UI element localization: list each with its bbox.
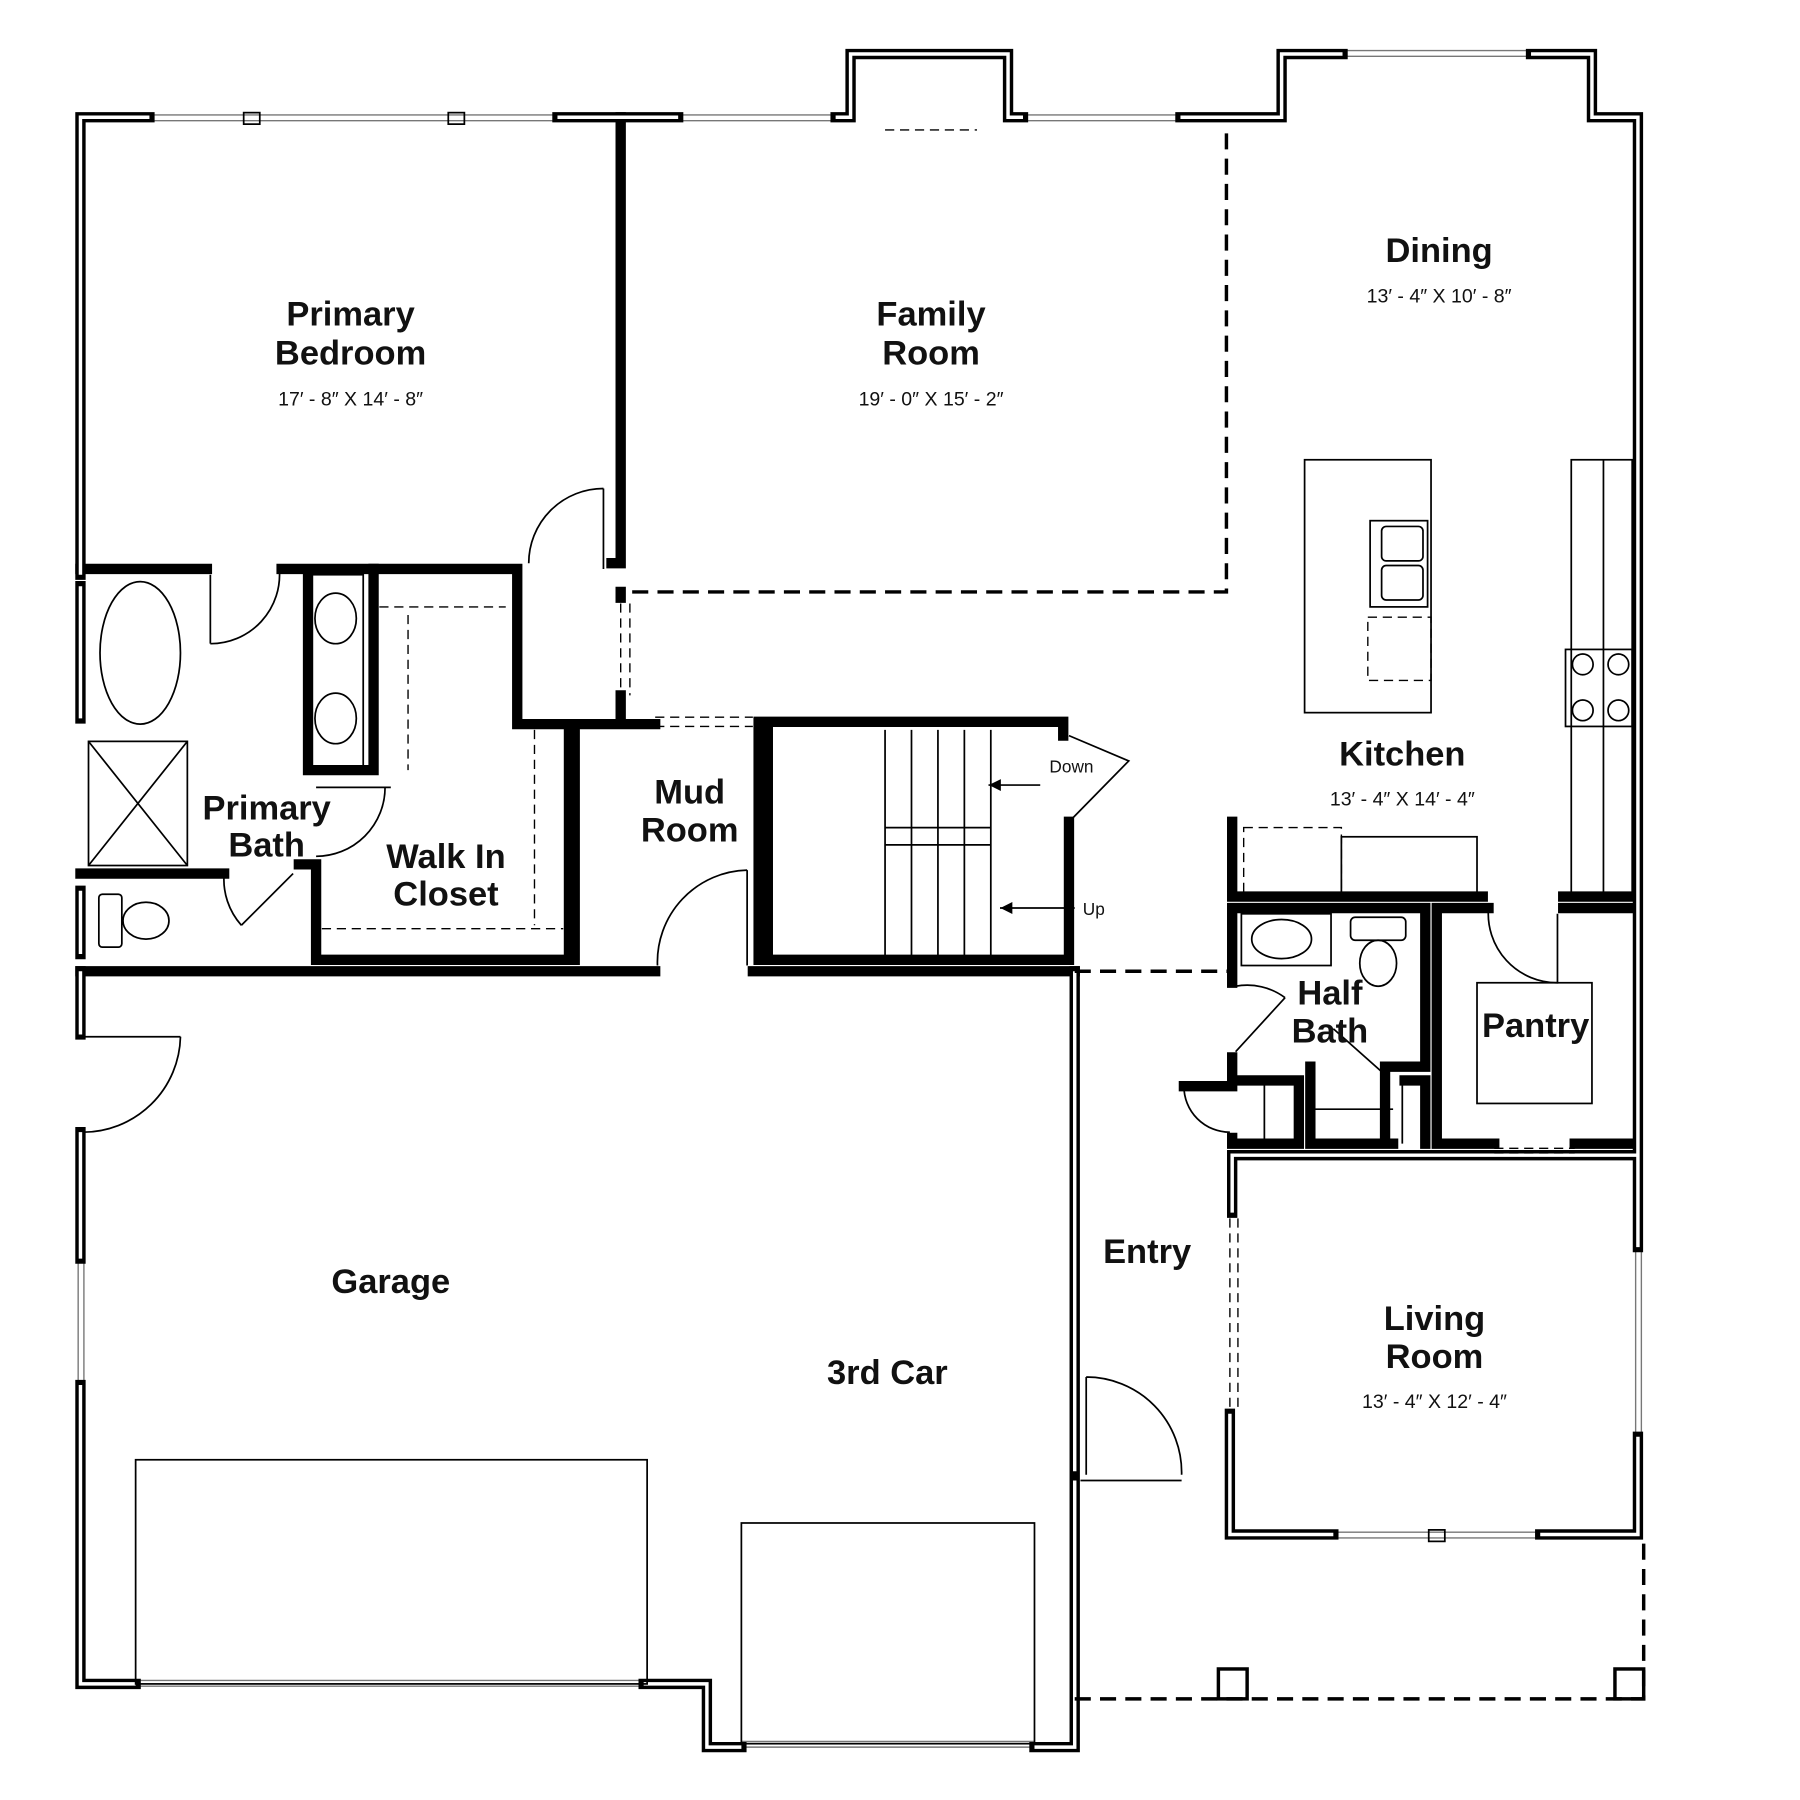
third-car-parking-outline [740, 1522, 1036, 1745]
family-room-dimensions: 19′ - 0″ X 15′ - 2″ [859, 389, 1004, 411]
walk-in-closet-label: Walk In [386, 838, 505, 876]
fixtures [87, 458, 1634, 1745]
vanity [307, 573, 365, 769]
wall-inner-lines [78, 52, 1640, 1749]
dining-label: Dining [1385, 232, 1492, 270]
mud-room-label: Room [641, 811, 739, 849]
half-bath-label: Bath [1292, 1013, 1369, 1051]
shower [87, 740, 189, 867]
entry-label: Entry [1103, 1233, 1191, 1271]
stairs-up-label: Up [1083, 899, 1105, 919]
half-bath-sink [1240, 912, 1332, 967]
primary-bedroom-label: Bedroom [275, 334, 426, 372]
kitchen-counter [1570, 458, 1634, 898]
garage-parking-outline [134, 1458, 648, 1685]
kitchen-island [1303, 458, 1432, 714]
laundry [1242, 826, 1343, 898]
porch-post [1216, 1667, 1249, 1701]
third-car-label: 3rd Car [827, 1354, 948, 1392]
kitchen-label: Kitchen [1339, 736, 1465, 774]
family-room-label: Family [876, 295, 985, 333]
walk-in-closet-label: Closet [393, 876, 499, 914]
living-room-label: Room [1386, 1338, 1484, 1376]
half-bath-label: Half [1297, 975, 1363, 1013]
room-labels: Primary Bedroom 17′ - 8″ X 14′ - 8″ Fami… [202, 232, 1589, 1413]
staircase[interactable]: Down Up [884, 729, 1105, 960]
mud-room-label: Mud [654, 773, 725, 811]
dashed-boundaries [321, 129, 1646, 1701]
stairs-down-label: Down [1049, 756, 1093, 776]
dishwasher [1367, 616, 1432, 682]
primary-bedroom-dimensions: 17′ - 8″ X 14′ - 8″ [278, 389, 423, 411]
half-bath-toilet [1349, 916, 1407, 942]
primary-bath-label: Bath [228, 826, 305, 864]
cooktop [1564, 648, 1634, 728]
toilet [97, 893, 123, 948]
primary-bedroom-label: Primary [286, 295, 414, 333]
doors[interactable] [82, 487, 1559, 1482]
living-room-dimensions: 13′ - 4″ X 12′ - 4″ [1362, 1391, 1507, 1413]
garage-label: Garage [331, 1263, 450, 1301]
pantry-shelf [1476, 981, 1593, 1105]
primary-bath-label: Primary [202, 790, 330, 828]
pantry-label: Pantry [1482, 1007, 1589, 1045]
kitchen-dimensions: 13′ - 4″ X 14′ - 4″ [1330, 789, 1475, 811]
living-room-label: Living [1384, 1300, 1486, 1338]
porch-post [1613, 1667, 1646, 1701]
bathtub [99, 580, 182, 725]
dining-dimensions: 13′ - 4″ X 10′ - 8″ [1367, 285, 1512, 307]
family-room-label: Room [882, 334, 980, 372]
kitchen-sink [1369, 519, 1429, 608]
